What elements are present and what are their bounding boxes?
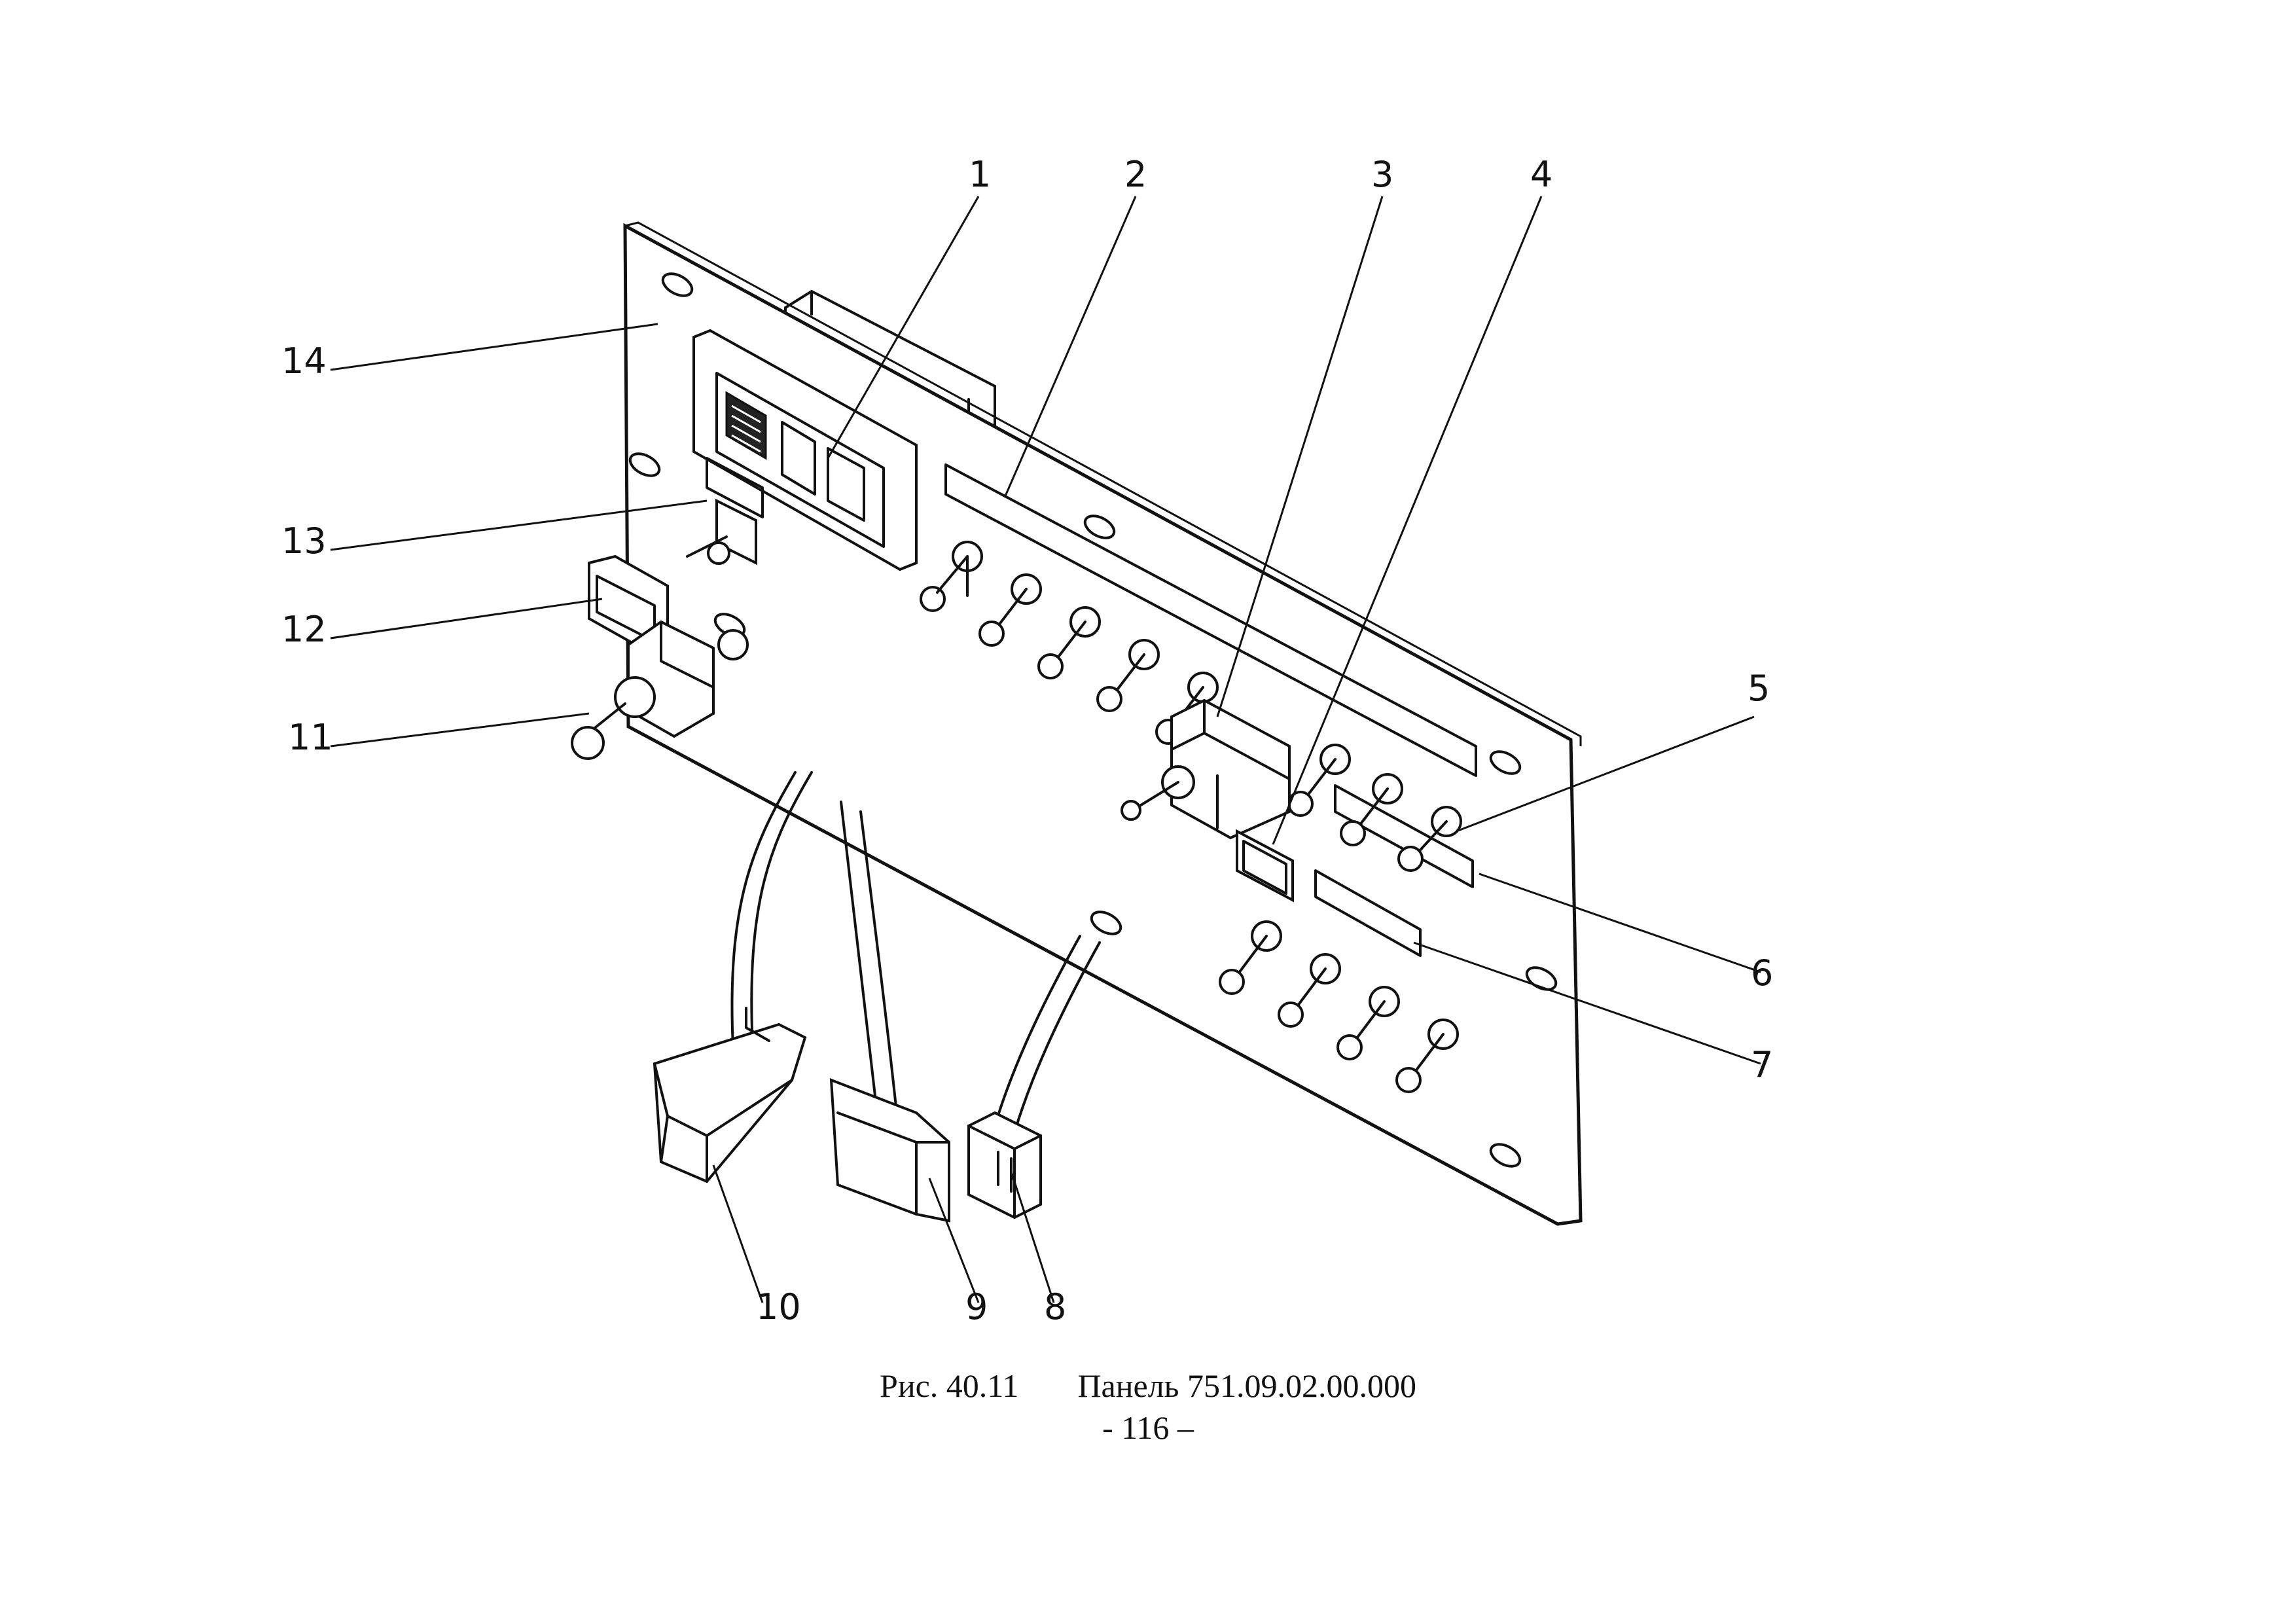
lower-toggle-row bbox=[1219, 920, 1459, 1093]
figure-caption: Рис. 40.11 Панель 751.09.02.00.000 bbox=[0, 1367, 2296, 1405]
toggle-switch-icon bbox=[978, 573, 1042, 647]
square-indicator bbox=[1236, 829, 1294, 903]
callout-9: 9 bbox=[965, 1286, 988, 1327]
callout-11: 11 bbox=[288, 717, 333, 758]
leader-lines bbox=[330, 196, 1761, 1303]
callout-5: 5 bbox=[1748, 668, 1770, 709]
connector-9 bbox=[829, 1078, 950, 1223]
toggle-switch-icon bbox=[920, 541, 983, 612]
callout-2: 2 bbox=[1124, 154, 1147, 195]
indicator-block bbox=[692, 329, 918, 571]
indicator-grille-icon bbox=[725, 391, 767, 460]
label-strips bbox=[706, 457, 1477, 957]
toggle-switch-icon bbox=[1037, 606, 1101, 679]
callout-7: 7 bbox=[1751, 1044, 1773, 1085]
callout-labels: 1 2 3 4 5 6 7 8 9 10 11 12 13 14 bbox=[281, 154, 1773, 1327]
callout-13: 13 bbox=[281, 520, 327, 562]
callout-10: 10 bbox=[756, 1286, 801, 1327]
page-number: - 116 – bbox=[1102, 1409, 1194, 1446]
toggle-switch-icon bbox=[1395, 1019, 1459, 1093]
upper-toggle-row bbox=[920, 541, 1462, 872]
left-switch-group bbox=[571, 498, 757, 760]
connector-10 bbox=[653, 1007, 807, 1183]
connector-8 bbox=[967, 1111, 1042, 1219]
mounting-holes bbox=[628, 272, 1558, 1168]
figure-title: Панель 751.09.02.00.000 bbox=[1077, 1367, 1416, 1404]
callout-14: 14 bbox=[281, 340, 327, 382]
relay-block bbox=[1121, 698, 1291, 840]
callout-6: 6 bbox=[1751, 952, 1773, 994]
callout-8: 8 bbox=[1044, 1286, 1066, 1327]
cables bbox=[730, 771, 1101, 1134]
callout-4: 4 bbox=[1530, 154, 1552, 195]
callout-1: 1 bbox=[969, 154, 991, 195]
toggle-switch-icon bbox=[1336, 986, 1400, 1060]
figure-label: Рис. 40.11 bbox=[880, 1367, 1019, 1404]
callout-3: 3 bbox=[1371, 154, 1393, 195]
callout-12: 12 bbox=[281, 609, 327, 650]
toggle-switch-icon bbox=[1397, 806, 1462, 872]
toggle-switch-icon bbox=[1278, 953, 1341, 1028]
toggle-switch-icon bbox=[1219, 920, 1282, 995]
toggle-switch-icon bbox=[1287, 744, 1351, 817]
toggle-switch-icon bbox=[1340, 773, 1403, 846]
toggle-switch-icon bbox=[1096, 639, 1160, 712]
